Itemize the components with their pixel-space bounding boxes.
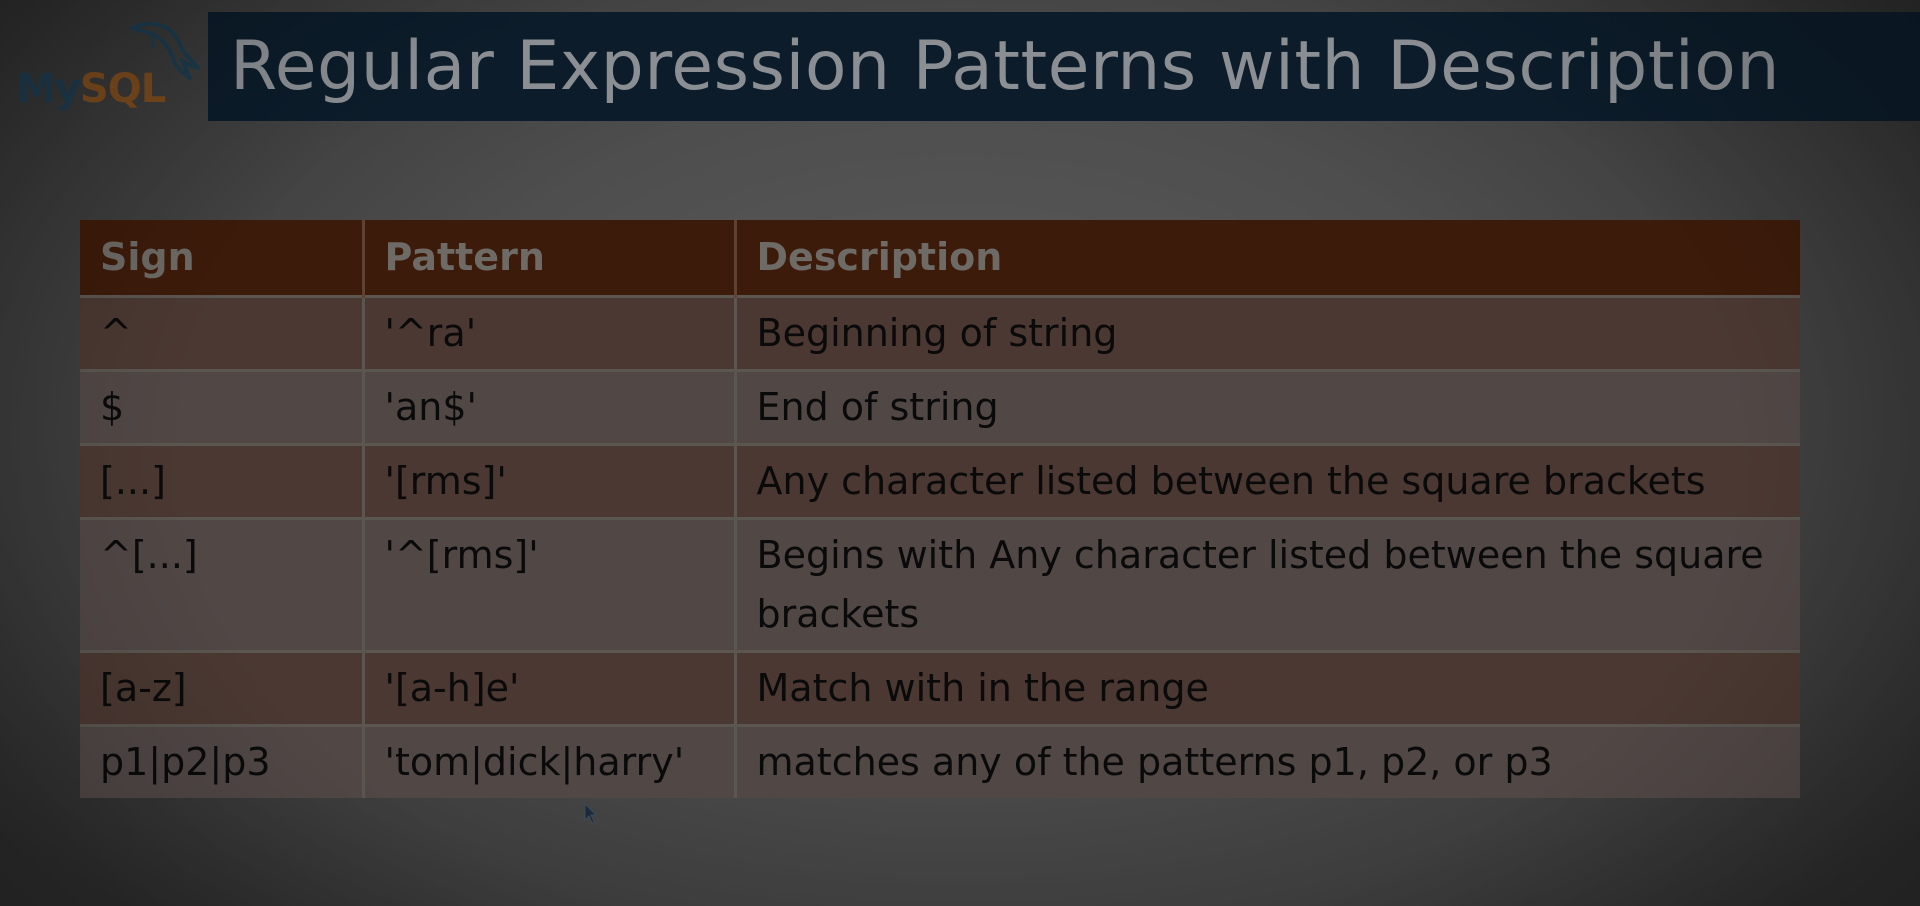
header-description: Description: [735, 220, 1800, 296]
logo-sql-text: SQL: [79, 66, 166, 112]
mysql-dolphin-icon: [130, 21, 200, 80]
pattern-cell: '^ra': [363, 294, 737, 370]
pattern-text: '[rms]': [384, 458, 507, 503]
sign-text: ^[...]: [100, 532, 198, 577]
sign-text: [a-z]: [100, 665, 187, 710]
pattern-text: '^[rms]': [384, 532, 539, 577]
description-text: End of string: [756, 384, 999, 429]
sign-cell: [...]: [80, 442, 365, 518]
pattern-cell: '[a-h]e': [363, 649, 737, 725]
description-cell: Match with in the range: [735, 649, 1800, 725]
sign-cell: p1|p2|p3: [80, 723, 365, 798]
mouse-pointer-icon: [584, 803, 598, 824]
regex-patterns-table: Sign Pattern Description ^ '^ra' Beginni…: [80, 220, 1800, 798]
description-cell: End of string: [735, 368, 1800, 444]
sign-cell: $: [80, 368, 365, 444]
sign-cell: ^[...]: [80, 516, 365, 651]
slide-title: Regular Expression Patterns with Descrip…: [230, 27, 1781, 106]
sign-text: $: [100, 384, 125, 429]
mysql-wordmark: MySQL: [16, 66, 166, 112]
sign-cell: ^: [80, 294, 365, 370]
sign-text: p1|p2|p3: [100, 739, 271, 784]
description-text: Beginning of string: [756, 310, 1118, 355]
header-pattern: Pattern: [363, 220, 737, 296]
sign-text: ^: [100, 310, 132, 355]
description-cell: Begins with Any character listed between…: [735, 516, 1800, 651]
table-row: p1|p2|p3 'tom|dick|harry' matches any of…: [80, 723, 1800, 798]
table-header-row: Sign Pattern Description: [80, 220, 1800, 296]
table-row: $ 'an$' End of string: [80, 368, 1800, 444]
description-cell: Beginning of string: [735, 294, 1800, 370]
table-row: [a-z] '[a-h]e' Match with in the range: [80, 649, 1800, 725]
header-sign: Sign: [80, 220, 365, 296]
table-row: ^[...] '^[rms]' Begins with Any characte…: [80, 516, 1800, 651]
pattern-text: '^ra': [384, 310, 477, 355]
pattern-cell: 'an$': [363, 368, 737, 444]
regex-table-container: Sign Pattern Description ^ '^ra' Beginni…: [80, 220, 1800, 798]
pattern-text: 'tom|dick|harry': [384, 739, 685, 784]
logo-my-text: My: [16, 66, 81, 112]
description-text: Begins with Any character listed between…: [756, 532, 1764, 636]
pattern-text: '[a-h]e': [384, 665, 520, 710]
description-cell: matches any of the patterns p1, p2, or p…: [735, 723, 1800, 798]
pattern-cell: '^[rms]': [363, 516, 737, 651]
slide-title-bar: Regular Expression Patterns with Descrip…: [208, 12, 1920, 121]
sign-text: [...]: [100, 458, 166, 503]
description-cell: Any character listed between the square …: [735, 442, 1800, 518]
description-text: matches any of the patterns p1, p2, or p…: [756, 739, 1553, 784]
description-text: Any character listed between the square …: [756, 458, 1706, 503]
pattern-text: 'an$': [384, 384, 477, 429]
sign-cell: [a-z]: [80, 649, 365, 725]
pattern-cell: 'tom|dick|harry': [363, 723, 737, 798]
mysql-logo: MySQL: [14, 18, 200, 118]
table-row: ^ '^ra' Beginning of string: [80, 294, 1800, 370]
pattern-cell: '[rms]': [363, 442, 737, 518]
description-text: Match with in the range: [756, 665, 1209, 710]
table-row: [...] '[rms]' Any character listed betwe…: [80, 442, 1800, 518]
